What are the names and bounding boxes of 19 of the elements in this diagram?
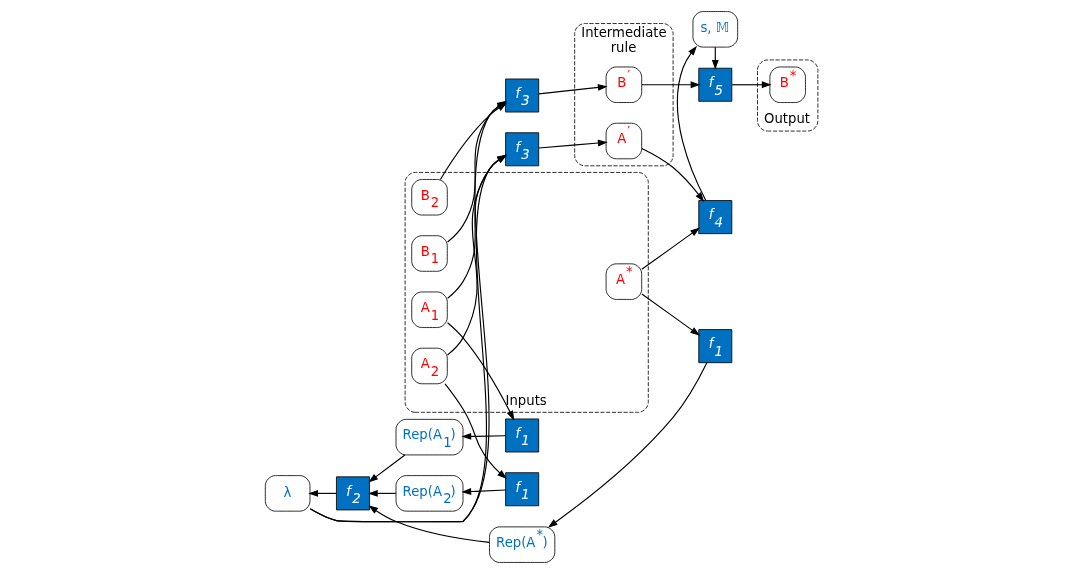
arrow — [537, 139, 608, 149]
arrow — [640, 147, 704, 202]
arrow — [547, 362, 707, 528]
arrow — [307, 489, 337, 497]
arrow — [640, 293, 700, 336]
arrow — [444, 383, 507, 479]
arrow — [460, 432, 506, 440]
arrow — [640, 81, 700, 89]
arrow — [367, 454, 405, 483]
arrow — [731, 81, 772, 89]
arrow — [676, 45, 706, 201]
arrow — [640, 227, 700, 270]
arrow — [367, 489, 396, 497]
arrow — [537, 84, 608, 95]
node-box: λ — [264, 475, 310, 512]
node-box: s, 𝕄 — [692, 11, 738, 48]
arrow — [446, 322, 514, 421]
arrow — [460, 488, 506, 495]
arrow — [367, 505, 490, 543]
